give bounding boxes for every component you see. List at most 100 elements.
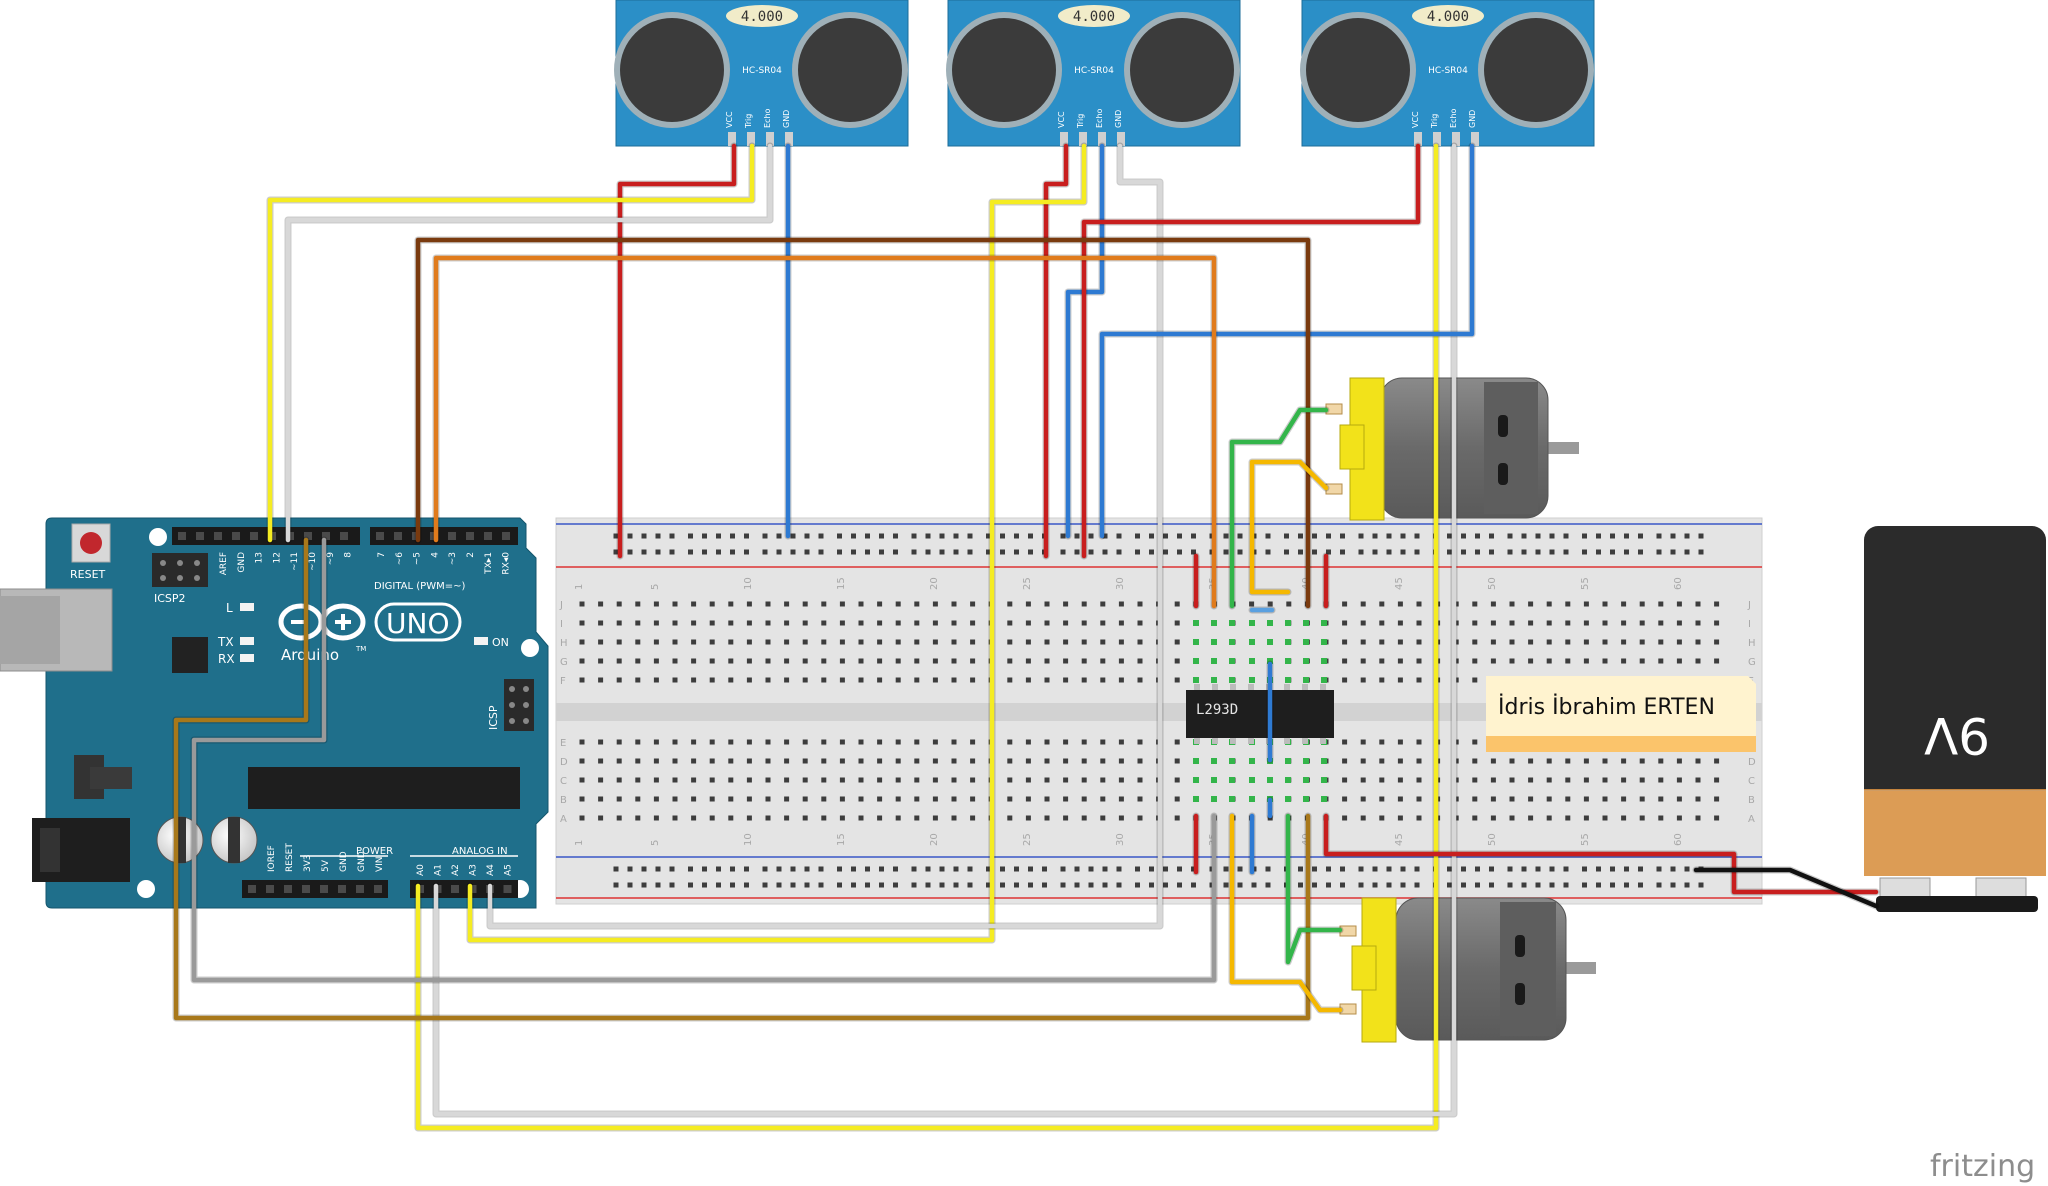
tx-led <box>240 637 254 645</box>
power-pin-label: RESET <box>285 843 295 872</box>
breadboard-row-letter: I <box>1748 619 1751 630</box>
breadboard-column-number: 10 <box>743 833 754 846</box>
breadboard-column-number: 30 <box>1115 577 1126 590</box>
usb-chip <box>172 637 208 673</box>
rx-led <box>240 654 254 662</box>
breadboard-row-letter: A <box>560 814 567 825</box>
breadboard-row-letter: G <box>1748 657 1756 668</box>
digital-pin-label: RX◂0 <box>502 552 512 575</box>
power-label: POWER <box>356 846 393 857</box>
sensor-display: 4.000 <box>1427 9 1469 25</box>
sensor-pin-label: Echo <box>1095 108 1104 128</box>
breadboard-column-number: 25 <box>1022 833 1033 846</box>
analog-pin-label: A1 <box>434 864 444 876</box>
sensor-model-label: HC-SR04 <box>1074 66 1114 76</box>
atmega-chip <box>248 767 520 809</box>
icsp-header[interactable] <box>504 679 534 731</box>
chip-label: L293D <box>1196 702 1238 718</box>
reset-button-cap[interactable] <box>80 532 102 554</box>
digital-pin-label: 12 <box>272 552 282 563</box>
digital-pin-label: 8 <box>344 552 354 558</box>
breadboard-row-letter: H <box>1748 638 1756 649</box>
sensor-model-label: HC-SR04 <box>1428 66 1468 76</box>
wire[interactable] <box>1249 459 1329 595</box>
name-note: İdris İbrahim ERTEN <box>1486 676 1756 752</box>
wires <box>172 142 1880 1132</box>
name-note-text: İdris İbrahim ERTEN <box>1498 694 1715 720</box>
digital-label: DIGITAL (PWM=~) <box>374 581 465 592</box>
sensor-pin-label: VCC <box>725 111 734 128</box>
power-pin-label: 3V3 <box>303 854 313 872</box>
wire[interactable] <box>1229 407 1329 609</box>
breadboard-column-number: 15 <box>836 833 847 846</box>
breadboard-row-letter: E <box>560 738 566 749</box>
wire[interactable] <box>173 537 1311 1021</box>
breadboard-row-letter: B <box>1748 795 1755 806</box>
wire[interactable] <box>267 143 755 543</box>
breadboard-column-number: 60 <box>1673 833 1684 846</box>
power-pin-label: VIN <box>375 856 385 872</box>
wire[interactable] <box>487 143 1163 929</box>
wire[interactable] <box>285 143 773 543</box>
breadboard-column-number: 55 <box>1580 833 1591 846</box>
breadboard-column-number: 60 <box>1673 577 1684 590</box>
breadboard-row-letter: F <box>560 676 566 687</box>
wire[interactable] <box>191 537 1217 983</box>
breadboard-row-letter: B <box>560 795 567 806</box>
analog-header[interactable] <box>410 880 518 898</box>
icsp-label: ICSP <box>487 705 500 730</box>
digital-pin-label: TX▸1 <box>484 552 494 575</box>
breadboard-row-letter: J <box>1747 600 1751 611</box>
l-led <box>240 603 254 611</box>
power-header[interactable] <box>242 880 388 898</box>
sensor-pin-label: GND <box>1114 110 1123 128</box>
sensor-pin-label: Trig <box>1076 114 1085 129</box>
sensor-display: 4.000 <box>1073 9 1115 25</box>
wire[interactable] <box>1081 143 1421 559</box>
breadboard-row-letter: H <box>560 638 568 649</box>
breadboard-row-letter: D <box>1748 757 1756 768</box>
tx-led-label: TX <box>217 635 234 649</box>
reset-button[interactable] <box>71 523 111 563</box>
digital-header-right[interactable] <box>370 527 518 545</box>
breadboard-column-number: 1 <box>574 584 585 590</box>
breadboard-column-number: 5 <box>650 584 661 590</box>
reset-label: RESET <box>70 568 106 581</box>
wire[interactable] <box>433 143 1457 1117</box>
sensor-pin-label: GND <box>1468 110 1477 128</box>
sensor-display: 4.000 <box>741 9 783 25</box>
wire[interactable] <box>415 237 1311 609</box>
wire[interactable] <box>1693 867 1879 909</box>
wire[interactable] <box>1099 143 1475 539</box>
analog-pin-label: A2 <box>451 864 461 876</box>
battery-label: 9V <box>1924 706 1990 764</box>
arduino-logo: UNO Arduino TM <box>278 602 462 664</box>
wire[interactable] <box>467 143 1087 943</box>
breadboard-row-letter: D <box>560 757 568 768</box>
digital-pin-label: 7 <box>377 552 387 558</box>
power-pin-label: GND <box>339 851 349 872</box>
digital-pin-label: AREF <box>219 552 229 575</box>
digital-pin-label: 2 <box>466 552 476 558</box>
wire[interactable] <box>433 255 1217 609</box>
wire[interactable] <box>1285 813 1343 965</box>
brand-label: Arduino <box>281 646 339 664</box>
sensor-pin-label: VCC <box>1411 111 1420 128</box>
wire[interactable] <box>415 143 1439 1131</box>
breadboard-column-number: 55 <box>1580 577 1591 590</box>
wire[interactable] <box>1229 813 1343 1013</box>
wire[interactable] <box>1043 143 1069 559</box>
breadboard-rail-holes <box>613 533 1704 888</box>
breadboard-column-number: 1 <box>574 840 585 846</box>
wire[interactable] <box>1323 813 1879 895</box>
sensor-pin-label: Echo <box>1449 108 1458 128</box>
wire[interactable] <box>617 143 737 559</box>
fritzing-watermark: fritzing <box>1930 1149 2035 1184</box>
digital-header-left[interactable] <box>172 527 360 545</box>
